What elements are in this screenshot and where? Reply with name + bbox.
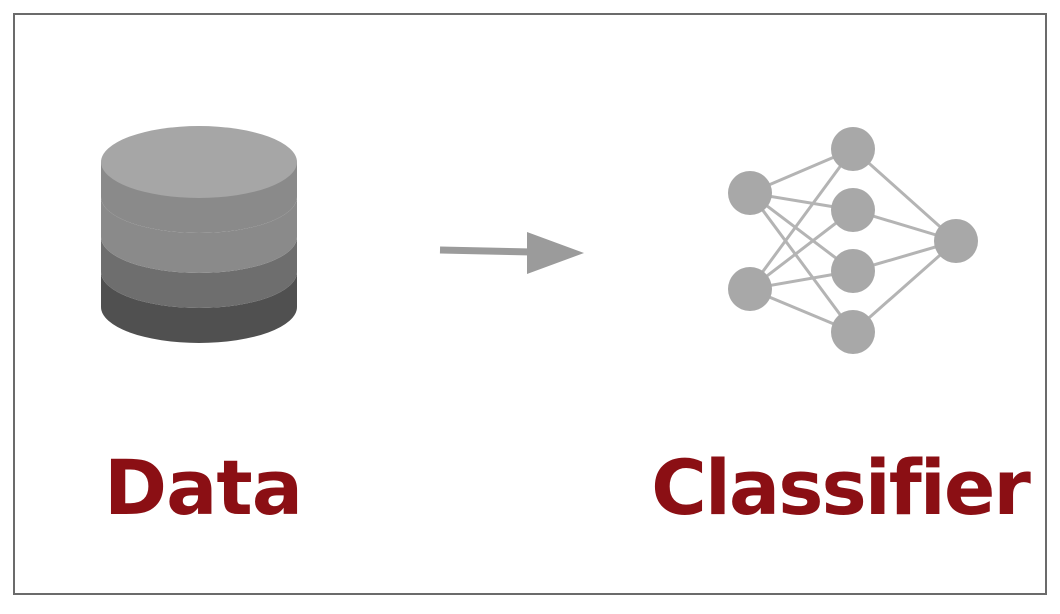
- database-top-ellipse: [101, 126, 297, 198]
- network-node-layer-1: [728, 171, 772, 215]
- right-arrow-icon: [439, 232, 584, 274]
- arrow-shaft: [439, 246, 533, 256]
- neural-network-icon: [728, 127, 978, 354]
- network-edge: [852, 147, 957, 243]
- data-label: Data: [104, 443, 303, 532]
- network-edge: [748, 148, 855, 290]
- database-upper-middle-band: [101, 197, 297, 273]
- network-node-layer-2: [831, 127, 875, 171]
- database-bottom-band: [101, 272, 297, 343]
- network-node-layer-2: [831, 188, 875, 232]
- network-node-layer-3: [934, 219, 978, 263]
- classifier-label: Classifier: [651, 443, 1031, 532]
- network-edge: [852, 239, 957, 334]
- arrow-head: [527, 232, 584, 274]
- database-lower-middle-band: [101, 237, 297, 308]
- database-icon: [101, 126, 297, 343]
- network-node-layer-2: [831, 310, 875, 354]
- network-node-layer-1: [728, 267, 772, 311]
- network-node-layer-2: [831, 249, 875, 293]
- network-edge: [748, 192, 855, 333]
